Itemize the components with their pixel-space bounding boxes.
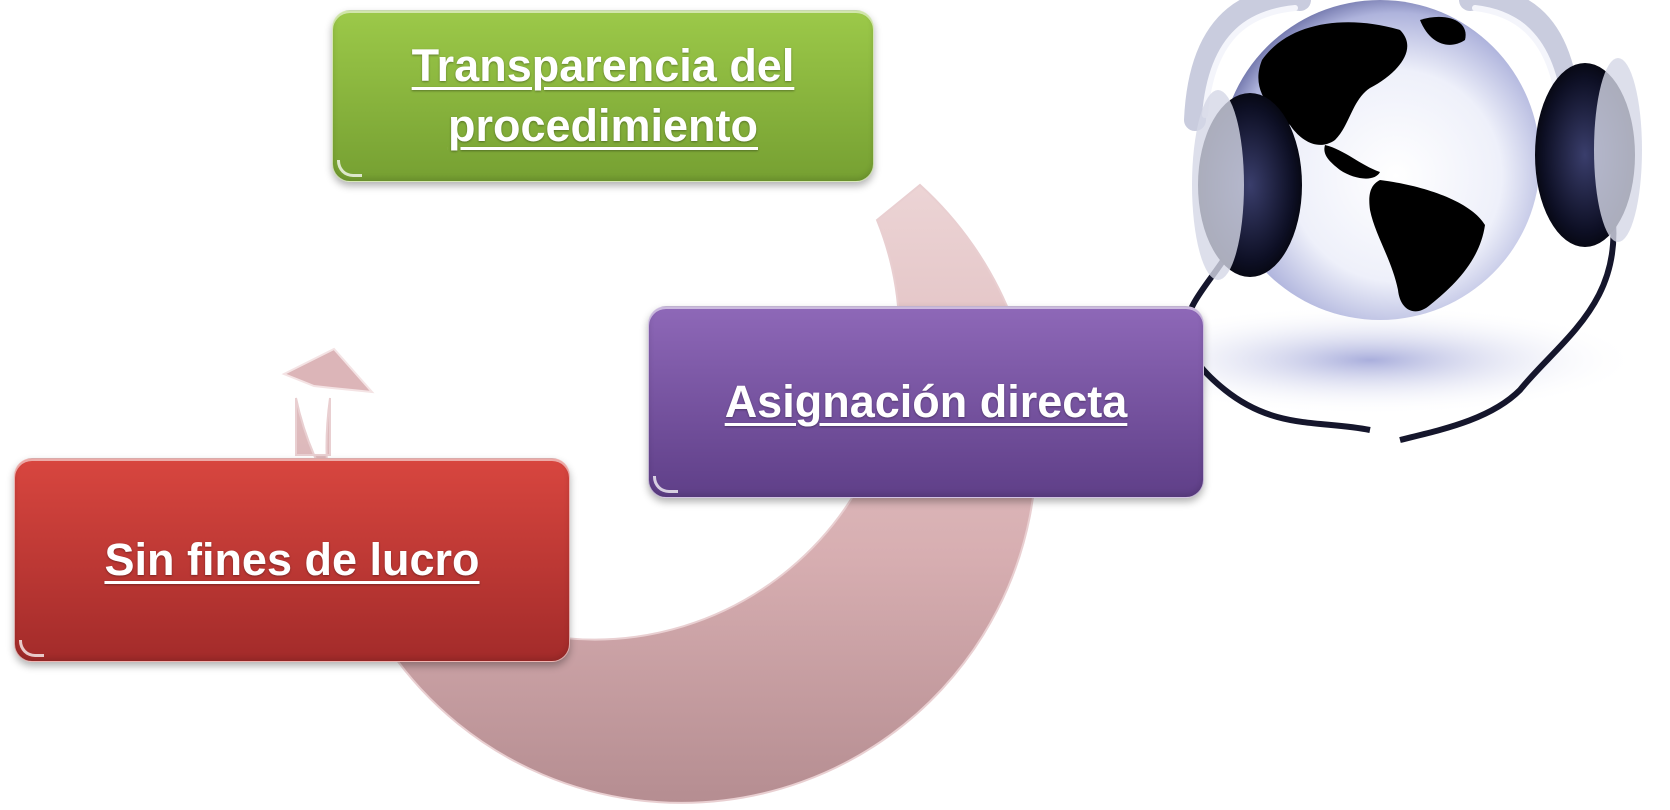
globe-shadow: [1100, 305, 1640, 415]
node-non-profit-label[interactable]: Sin fines de lucro: [104, 534, 480, 585]
globe-continents-south-america: [1369, 180, 1485, 312]
node-direct-assignment-label[interactable]: Asignación directa: [724, 376, 1128, 427]
headphone-earcup-right-rim: [1594, 58, 1642, 242]
node-transparency-label[interactable]: Transparencia del procedimiento: [411, 40, 795, 151]
headphone-cable-left: [1182, 248, 1371, 433]
globe-with-headphones-icon: [1100, 0, 1642, 443]
node-transparency[interactable]: Transparencia del procedimiento: [332, 10, 874, 182]
headphone-cable-right: [1399, 199, 1617, 443]
cycle-arrowhead: [281, 347, 375, 394]
globe-continents-north-america: [1258, 22, 1408, 145]
globe-continents-central-america: [1324, 145, 1380, 179]
node-non-profit[interactable]: Sin fines de lucro: [14, 458, 570, 662]
headphone-earcup-left-rim: [1192, 90, 1244, 280]
node-direct-assignment[interactable]: Asignación directa: [648, 306, 1204, 498]
globe-continents-greenland: [1420, 16, 1466, 45]
